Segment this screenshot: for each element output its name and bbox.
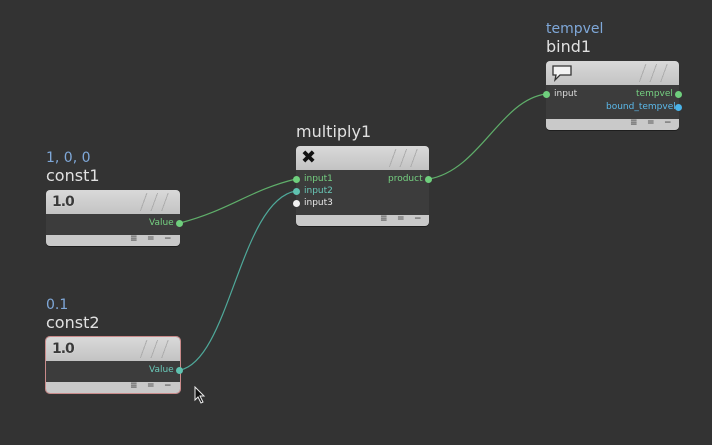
node-name[interactable]: const1 — [46, 166, 100, 185]
footer-menu-icon[interactable]: ≡ — [130, 234, 138, 244]
node-body[interactable]: 1.0 ≡ = − — [46, 190, 180, 246]
output-label-value: Value — [149, 218, 174, 228]
footer-minus-icon[interactable]: − — [164, 381, 172, 391]
footer-equal-icon[interactable]: = — [147, 381, 155, 391]
multiply-icon: ✖ — [301, 147, 316, 168]
node-header[interactable]: 1.0 — [46, 337, 180, 361]
node-comment: 1, 0, 0 — [46, 150, 91, 166]
footer-menu-icon[interactable]: ≡ — [630, 118, 638, 128]
input-label-input1: input1 — [304, 174, 333, 184]
node-name[interactable]: multiply1 — [296, 122, 372, 141]
input-label-input: input — [554, 89, 578, 99]
output-port-value[interactable] — [176, 367, 183, 374]
output-port-bound-tempvel[interactable] — [675, 104, 682, 111]
constant-icon: 1.0 — [52, 194, 75, 210]
input-port-input[interactable] — [543, 91, 550, 98]
footer-equal-icon[interactable]: = — [397, 214, 405, 224]
input-port-input1[interactable] — [293, 176, 300, 183]
mouse-pointer-icon — [194, 386, 206, 404]
node-body-selected[interactable]: 1.0 ≡ = − — [45, 336, 181, 394]
node-comment: 0.1 — [46, 297, 69, 313]
output-label-tempvel: tempvel — [636, 89, 673, 99]
footer-minus-icon[interactable]: − — [414, 214, 422, 224]
node-flag-stripes — [140, 340, 172, 358]
output-port-value[interactable] — [176, 220, 183, 227]
footer-equal-icon[interactable]: = — [147, 234, 155, 244]
footer-minus-icon[interactable]: − — [164, 234, 172, 244]
wire-const2-multiply1 — [179, 190, 297, 371]
node-footer: ≡ = − — [546, 118, 679, 130]
node-body[interactable]: ✖ ≡ = − — [296, 146, 429, 226]
input-port-input2[interactable] — [293, 188, 300, 195]
footer-equal-icon[interactable]: = — [647, 118, 655, 128]
output-label-product: product — [388, 174, 423, 184]
node-flag-stripes — [140, 193, 172, 211]
footer-menu-icon[interactable]: ≡ — [130, 381, 138, 391]
output-port-tempvel[interactable] — [675, 91, 682, 98]
output-label-value: Value — [149, 365, 174, 375]
input-label-input2: input2 — [304, 186, 333, 196]
node-comment: tempvel — [546, 21, 604, 37]
constant-icon: 1.0 — [52, 341, 75, 357]
footer-minus-icon[interactable]: − — [664, 118, 672, 128]
node-header[interactable]: 1.0 — [46, 190, 180, 214]
node-name[interactable]: bind1 — [546, 37, 592, 56]
node-header[interactable]: ✖ — [296, 146, 429, 170]
node-header[interactable] — [546, 61, 679, 85]
node-footer: ≡ = − — [296, 214, 429, 226]
node-body[interactable]: ≡ = − — [546, 61, 679, 130]
footer-menu-icon[interactable]: ≡ — [380, 214, 388, 224]
input-port-input3[interactable] — [293, 200, 300, 207]
node-name[interactable]: const2 — [46, 313, 100, 332]
node-footer: ≡ = − — [46, 234, 180, 246]
flag-icon — [552, 65, 572, 82]
output-port-product[interactable] — [425, 176, 432, 183]
node-flag-stripes — [389, 149, 421, 167]
output-label-bound-tempvel: bound_tempvel — [606, 102, 676, 112]
node-flag-stripes — [639, 64, 671, 82]
node-footer: ≡ = − — [46, 381, 180, 393]
wire-multiply1-bind1 — [428, 93, 547, 180]
input-label-input3: input3 — [304, 198, 333, 208]
wire-const1-multiply1 — [179, 178, 297, 224]
